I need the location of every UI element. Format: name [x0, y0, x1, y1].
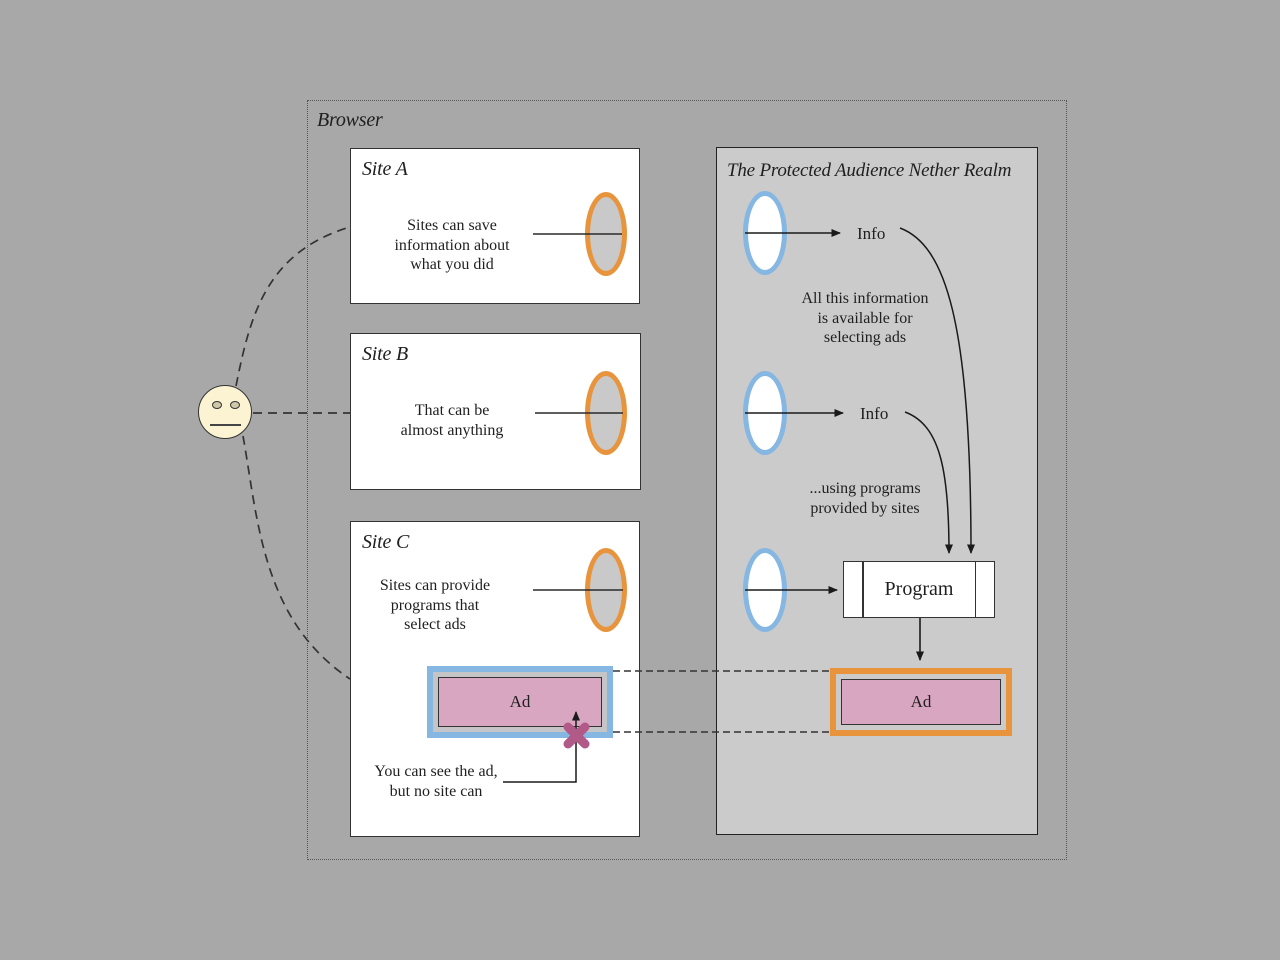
orange-portal-site-b [585, 371, 627, 455]
available-note: All this information is available for se… [801, 290, 929, 346]
nether-realm-title: The Protected Audience Nether Realm [727, 160, 1012, 181]
program-box: Program [843, 561, 995, 618]
site-b-text: That can be almost anything [400, 402, 504, 439]
realm-ad-portal-frame: Ad [830, 668, 1012, 736]
blue-portal-1 [743, 191, 787, 275]
site-c-ad-box: Ad [438, 677, 602, 727]
face-icon [198, 385, 252, 439]
program-box-left-bar [862, 562, 864, 617]
site-b-title: Site B [362, 343, 409, 365]
realm-ad-box: Ad [841, 679, 1001, 725]
blue-portal-3 [743, 548, 787, 632]
info-label-2: Info [860, 404, 889, 423]
face-left-eye [212, 401, 222, 409]
info-label-1: Info [857, 224, 886, 243]
program-box-right-bar [974, 562, 976, 617]
programs-note: ...using programs provided by sites [809, 480, 921, 517]
orange-portal-site-a [585, 192, 627, 276]
face-mouth [210, 424, 241, 426]
site-a-title: Site A [362, 158, 408, 180]
site-c-text: Sites can provide programs that select a… [379, 577, 491, 633]
site-a-text: Sites can save information about what yo… [394, 217, 510, 273]
face-right-eye [230, 401, 240, 409]
site-c-ad-portal-frame: Ad [427, 666, 613, 738]
browser-label: Browser [317, 109, 383, 131]
site-c-title: Site C [362, 531, 410, 553]
program-label: Program [884, 578, 954, 600]
blue-portal-2 [743, 371, 787, 455]
orange-portal-site-c [585, 548, 627, 632]
see-ad-note: You can see the ad, but no site can [374, 763, 498, 800]
